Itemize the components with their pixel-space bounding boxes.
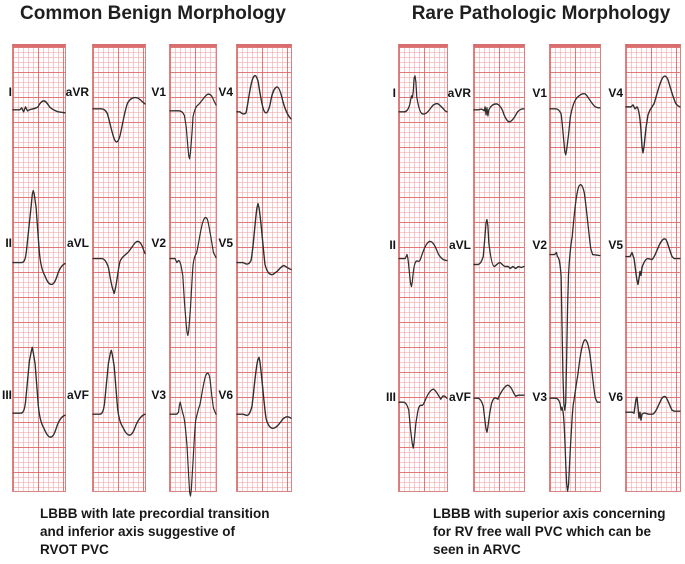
ecg-trace-lead-V2 — [549, 184, 601, 411]
ecg-strip-svg — [236, 74, 292, 430]
lead-label-V3: V3 — [151, 388, 166, 402]
ecg-strip-svg — [92, 96, 146, 436]
ecg-strip-svg — [473, 103, 525, 433]
ecg-trace-lead-I — [12, 100, 66, 114]
ecg-trace-lead-III — [398, 388, 448, 449]
ecg-trace-lead-I — [398, 75, 448, 115]
lead-label-V5: V5 — [218, 236, 233, 250]
ecg-strip-v1-v3-left — [169, 44, 217, 497]
ecg-trace-lead-V4 — [625, 75, 681, 154]
ecg-strip-svg — [12, 100, 66, 438]
panel-caption-benign: LBBB with late precordial transition and… — [40, 505, 300, 559]
ecg-trace-lead-V4 — [236, 74, 292, 120]
ecg-strip-augmented-leads-left — [92, 44, 146, 492]
lead-label-aVR: aVR — [447, 86, 471, 100]
lead-label-III: III — [385, 390, 396, 404]
lead-label-V6: V6 — [608, 390, 623, 404]
ecg-trace-lead-II — [12, 189, 66, 286]
ecg-trace-lead-aVR — [92, 96, 146, 143]
lead-label-II: II — [389, 238, 396, 252]
ecg-trace-lead-aVL — [92, 240, 146, 295]
ecg-strip-v4-v6-left — [236, 44, 292, 492]
panel-title-pathologic: Rare Pathologic Morphology — [411, 3, 671, 24]
caption-line: LBBB with late precordial transition — [40, 506, 270, 521]
ecg-trace-lead-II — [398, 240, 448, 288]
lead-label-V6: V6 — [218, 388, 233, 402]
ecg-trace-lead-aVF — [92, 349, 146, 436]
ecg-trace-lead-V5 — [236, 202, 292, 276]
lead-label-aVF: aVF — [66, 388, 89, 402]
ecg-trace-lead-V6 — [236, 356, 292, 430]
lead-label-aVL: aVL — [66, 236, 89, 250]
lead-label-aVR: aVR — [65, 85, 89, 99]
ecg-strip-svg — [169, 93, 217, 497]
lead-label-II: II — [5, 236, 12, 250]
caption-line: and inferior axis suggestive of — [40, 524, 236, 539]
lead-label-V1: V1 — [532, 86, 547, 100]
ecg-trace-lead-V2 — [169, 216, 217, 337]
ecg-trace-lead-V6 — [625, 395, 681, 421]
lead-label-V2: V2 — [532, 238, 547, 252]
ecg-trace-lead-aVF — [473, 384, 525, 433]
ecg-trace-lead-V1 — [549, 92, 601, 156]
ecg-trace-lead-V3 — [549, 339, 601, 492]
lead-label-aVL: aVL — [448, 238, 471, 252]
lead-label-V3: V3 — [532, 390, 547, 404]
lead-label-III: III — [1, 388, 12, 402]
ecg-strip-svg — [398, 75, 448, 449]
ecg-trace-lead-aVR — [473, 103, 525, 123]
ecg-trace-lead-V5 — [625, 238, 681, 286]
lead-label-I: I — [392, 86, 396, 100]
ecg-strip-limb-leads-right — [398, 44, 448, 492]
ecg-trace-lead-V1 — [169, 93, 217, 160]
ecg-strip-limb-leads-left — [12, 44, 66, 492]
lead-label-V1: V1 — [151, 85, 166, 99]
panel-title-benign: Common Benign Morphology — [20, 3, 286, 24]
caption-line: seen in ARVC — [433, 542, 521, 557]
lead-label-V4: V4 — [608, 86, 623, 100]
ecg-trace-lead-aVL — [473, 218, 525, 270]
lead-label-I: I — [8, 85, 12, 99]
lead-label-V4: V4 — [218, 85, 233, 99]
ecg-trace-lead-V3 — [169, 372, 217, 497]
lead-label-V2: V2 — [151, 236, 166, 250]
ecg-strip-v1-v3-right — [549, 44, 601, 492]
ecg-trace-lead-III — [12, 346, 66, 438]
caption-line: LBBB with superior axis concerning — [433, 506, 666, 521]
ecg-strip-svg — [549, 92, 601, 492]
ecg-strip-augmented-leads-right — [473, 44, 525, 492]
ecg-strip-svg — [625, 75, 681, 421]
lead-label-V5: V5 — [608, 238, 623, 252]
lead-label-aVF: aVF — [448, 390, 471, 404]
caption-line: RVOT PVC — [40, 542, 109, 557]
caption-line: for RV free wall PVC which can be — [433, 524, 652, 539]
ecg-strip-v4-v6-right — [625, 44, 681, 492]
panel-caption-pathologic: LBBB with superior axis concerning for R… — [433, 505, 685, 559]
